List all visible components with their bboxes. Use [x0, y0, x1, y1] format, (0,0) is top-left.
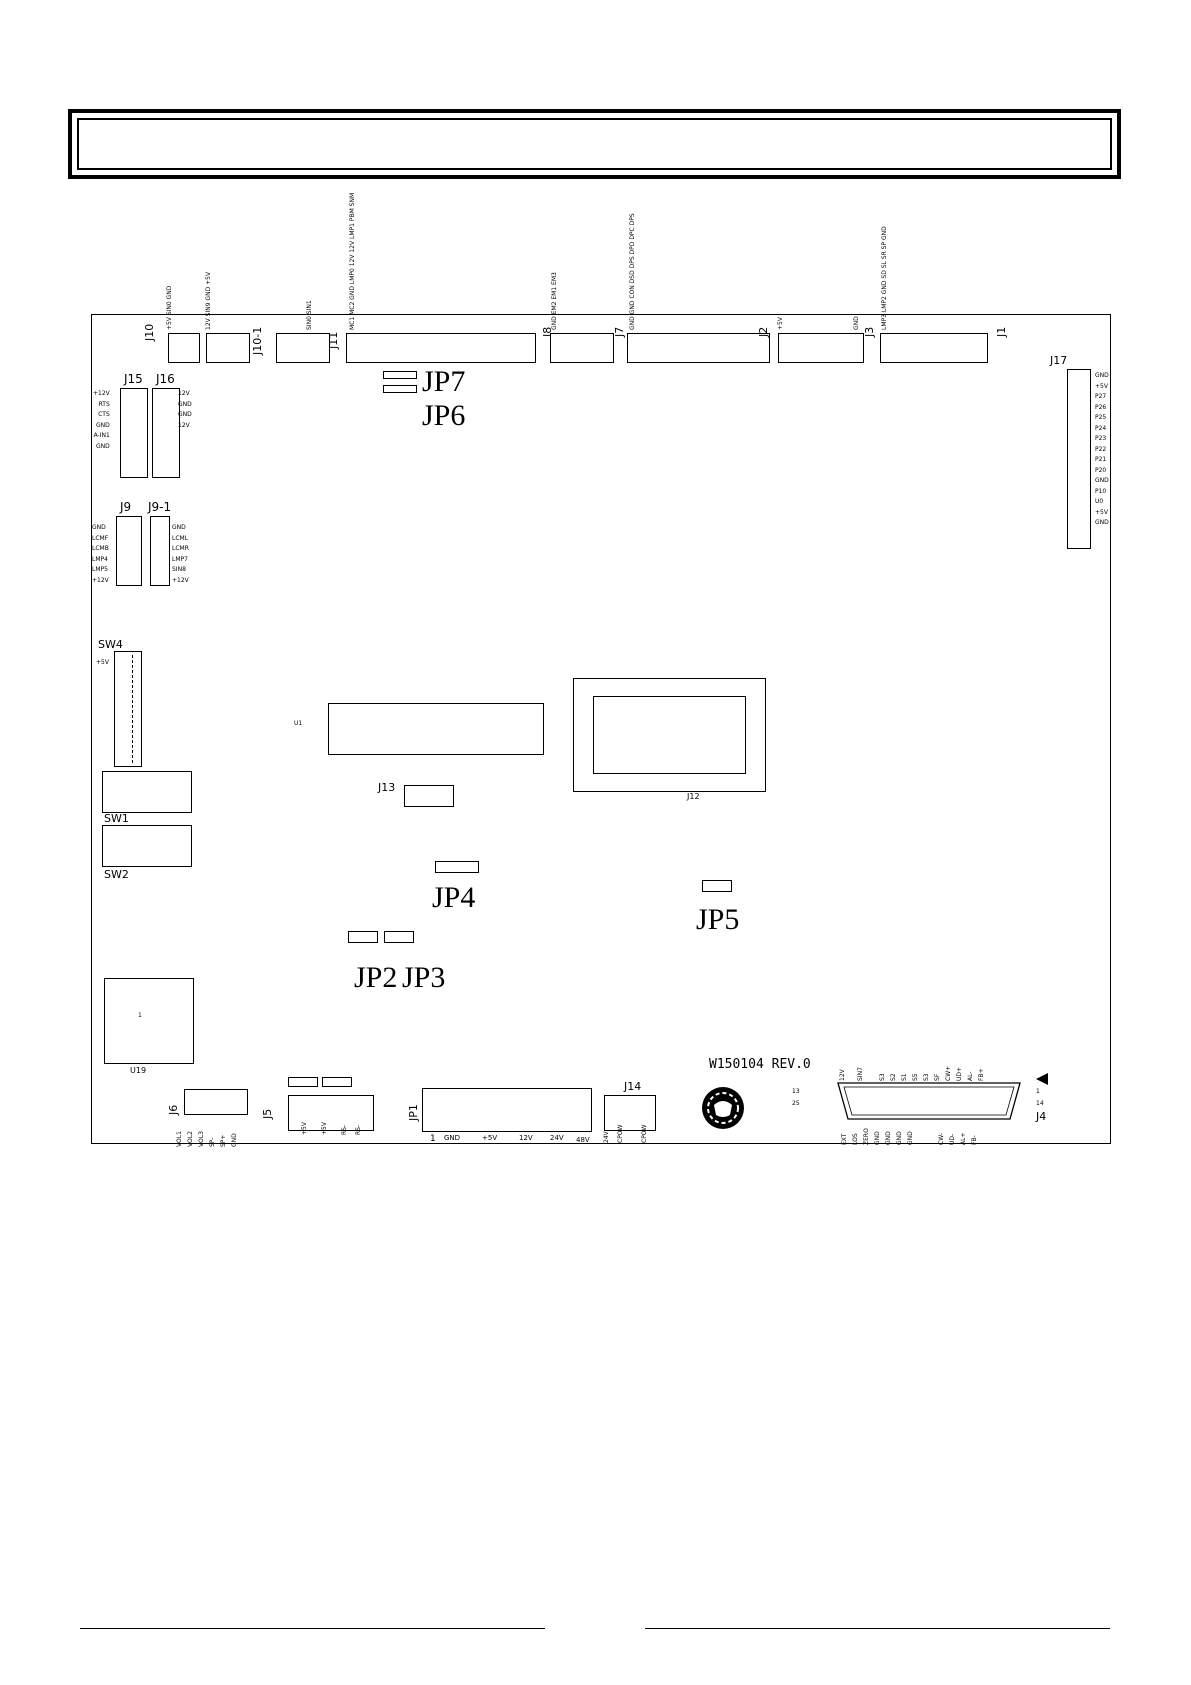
j9-1-label: J9-1: [148, 500, 172, 514]
jp5-label: JP5: [696, 903, 740, 936]
j17-label: J17: [1050, 354, 1068, 367]
j1-label: J1: [995, 326, 1008, 337]
j16-label: J16: [156, 372, 175, 386]
j5-jumper-a: [288, 1077, 318, 1087]
j4-label: J4: [1036, 1110, 1047, 1123]
footer-rule-left: [80, 1628, 545, 1629]
j16-connector: [152, 388, 180, 478]
sw2-switch: [102, 825, 192, 867]
j11-connector: [276, 333, 330, 363]
j14-label: J14: [624, 1080, 642, 1093]
j2-label: J2: [757, 326, 770, 337]
j10-connector: [168, 333, 200, 363]
board-revision: W150104 REV.0: [709, 1057, 811, 1072]
j9-connector: [116, 516, 142, 586]
j8-connector: [346, 333, 536, 363]
j12-socket-inner: [593, 696, 746, 774]
j15-connector: [120, 388, 148, 478]
pin1-arrow-icon: [1036, 1073, 1048, 1085]
j6-connector: [184, 1089, 248, 1115]
u1-chip: [328, 703, 544, 755]
jp6-label: JP6: [422, 399, 466, 432]
footer-rule-right: [645, 1628, 1110, 1629]
jp1-label: JP1: [407, 1104, 420, 1121]
j15-label: J15: [124, 372, 143, 386]
j13-connector: [404, 785, 454, 807]
jp3-label: JP3: [402, 961, 446, 994]
sw1-switch: [102, 771, 192, 813]
manufacturer-seal-logo: [702, 1087, 744, 1129]
j5-jumper-b: [322, 1077, 352, 1087]
jp3-jumper: [384, 931, 414, 943]
jp2-label: JP2: [354, 961, 398, 994]
j14-connector: [604, 1095, 656, 1131]
jp1-connector: [422, 1088, 592, 1132]
sw4-switch: [114, 651, 142, 767]
j6-label: J6: [167, 1104, 180, 1115]
j3-label: J3: [863, 326, 876, 337]
u1-label: U1: [294, 720, 303, 727]
j2-connector: [627, 333, 770, 363]
j12-label: J12: [687, 792, 700, 801]
jp7-label: JP7: [422, 365, 466, 398]
j7-connector: [550, 333, 614, 363]
pcb-board-outline: J10 +5V SIN0 GND 12V SIN9 GND +5V J10-1 …: [91, 193, 1111, 1147]
u19-label: U19: [130, 1066, 147, 1075]
j11-label: J11: [327, 331, 340, 349]
j4-db25-connector: [837, 1082, 1021, 1120]
j9-label: J9: [120, 500, 132, 514]
title-frame: [68, 109, 1121, 179]
jp1-pin1: 1: [430, 1134, 436, 1144]
jp4-jumper: [435, 861, 479, 873]
j9-1-connector: [150, 516, 170, 586]
j17-connector: [1067, 369, 1091, 549]
u19-chip: [104, 978, 194, 1064]
j10-1-connector: [206, 333, 250, 363]
sw4-label: SW4: [98, 638, 123, 651]
j10-label: J10: [143, 323, 156, 341]
sw1-label: SW1: [104, 812, 129, 825]
jp2-jumper: [348, 931, 378, 943]
jp6-jumper: [383, 385, 417, 393]
j13-label: J13: [378, 781, 396, 794]
j10-1-label: J10-1: [251, 326, 264, 355]
jp5-jumper: [702, 880, 732, 892]
j5-pin-labels: +5V+5V RS-RS-: [301, 1122, 362, 1135]
j7-label: J7: [613, 326, 626, 337]
sw2-label: SW2: [104, 868, 129, 881]
jp4-label: JP4: [432, 881, 476, 914]
j5-label: J5: [261, 1108, 274, 1119]
u19-pin1: 1: [138, 1012, 142, 1019]
jp7-jumper: [383, 371, 417, 379]
j3-connector: [778, 333, 864, 363]
sw4-pin-label: +5V: [96, 659, 109, 666]
j1-connector: [880, 333, 988, 363]
j5-connector: [288, 1095, 374, 1131]
